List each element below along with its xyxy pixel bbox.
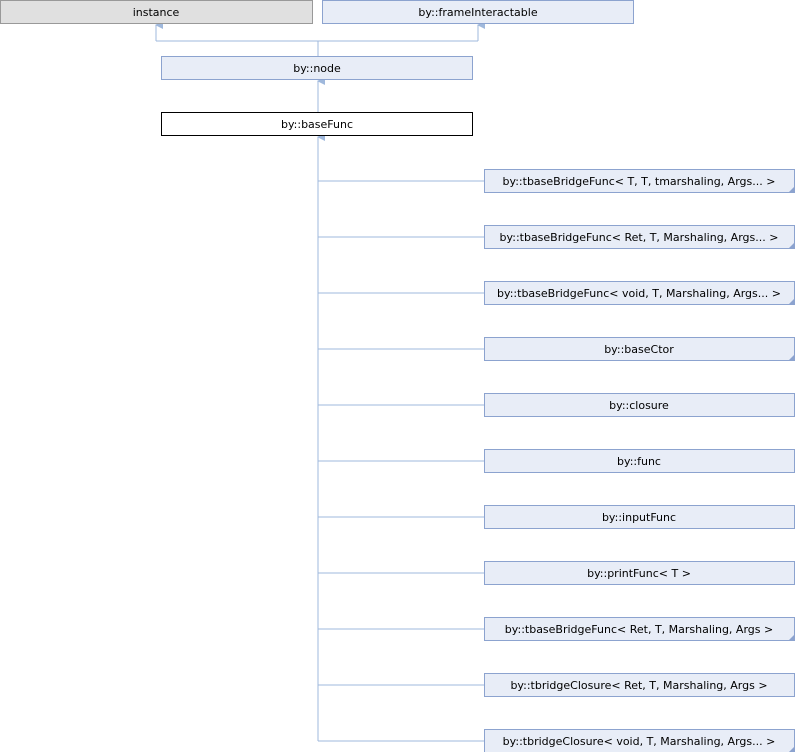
more-subclasses-marker bbox=[788, 298, 795, 305]
derived-classes: by::tbaseBridgeFunc< T, T, tmarshaling, … bbox=[484, 169, 795, 752]
derived-class-label: by::tbridgeClosure< Ret, T, Marshaling, … bbox=[510, 679, 767, 692]
class-nodes: instance by::frameInteractable by::node … bbox=[0, 0, 634, 136]
class-label-frame-interactable: by::frameInteractable bbox=[418, 6, 537, 19]
class-label-node: by::node bbox=[293, 62, 341, 75]
derived-class-label: by::baseCtor bbox=[604, 343, 674, 356]
derived-class-label: by::printFunc< T > bbox=[587, 567, 691, 580]
derived-class-box[interactable]: by::tbridgeClosure< void, T, Marshaling,… bbox=[484, 729, 795, 752]
more-subclasses-marker bbox=[788, 186, 795, 193]
more-subclasses-marker bbox=[789, 746, 795, 752]
derived-class-box[interactable]: by::baseCtor bbox=[484, 337, 795, 361]
derived-class-label: by::tbridgeClosure< void, T, Marshaling,… bbox=[503, 735, 776, 748]
derived-class-label: by::tbaseBridgeFunc< T, T, tmarshaling, … bbox=[503, 175, 776, 188]
class-label-base-func: by::baseFunc bbox=[281, 118, 353, 131]
derived-class-box[interactable]: by::tbaseBridgeFunc< Ret, T, Marshaling,… bbox=[484, 225, 795, 249]
derived-class-box[interactable]: by::inputFunc bbox=[484, 505, 795, 529]
derived-class-box[interactable]: by::tbaseBridgeFunc< void, T, Marshaling… bbox=[484, 281, 795, 305]
class-box-base-func[interactable]: by::baseFunc bbox=[161, 112, 473, 136]
class-box-node[interactable]: by::node bbox=[161, 56, 473, 80]
class-label-instance: instance bbox=[133, 6, 180, 19]
derived-class-label: by::tbaseBridgeFunc< Ret, T, Marshaling,… bbox=[505, 623, 773, 636]
derived-class-label: by::closure bbox=[609, 399, 669, 412]
derived-class-label: by::tbaseBridgeFunc< void, T, Marshaling… bbox=[497, 287, 781, 300]
more-subclasses-marker bbox=[788, 634, 795, 641]
derived-class-box[interactable]: by::func bbox=[484, 449, 795, 473]
derived-class-box[interactable]: by::tbaseBridgeFunc< Ret, T, Marshaling,… bbox=[484, 617, 795, 641]
class-box-frame-interactable[interactable]: by::frameInteractable bbox=[322, 0, 634, 24]
class-box-instance[interactable]: instance bbox=[0, 0, 313, 24]
more-subclasses-marker bbox=[788, 242, 795, 249]
derived-class-label: by::tbaseBridgeFunc< Ret, T, Marshaling,… bbox=[500, 231, 779, 244]
inheritance-edges bbox=[155, 21, 485, 742]
derived-class-box[interactable]: by::tbaseBridgeFunc< T, T, tmarshaling, … bbox=[484, 169, 795, 193]
derived-class-label: by::inputFunc bbox=[602, 511, 676, 524]
more-subclasses-marker bbox=[788, 354, 795, 361]
derived-class-box[interactable]: by::closure bbox=[484, 393, 795, 417]
derived-class-box[interactable]: by::printFunc< T > bbox=[484, 561, 795, 585]
derived-class-label: by::func bbox=[617, 455, 661, 468]
derived-class-box[interactable]: by::tbridgeClosure< Ret, T, Marshaling, … bbox=[484, 673, 795, 697]
